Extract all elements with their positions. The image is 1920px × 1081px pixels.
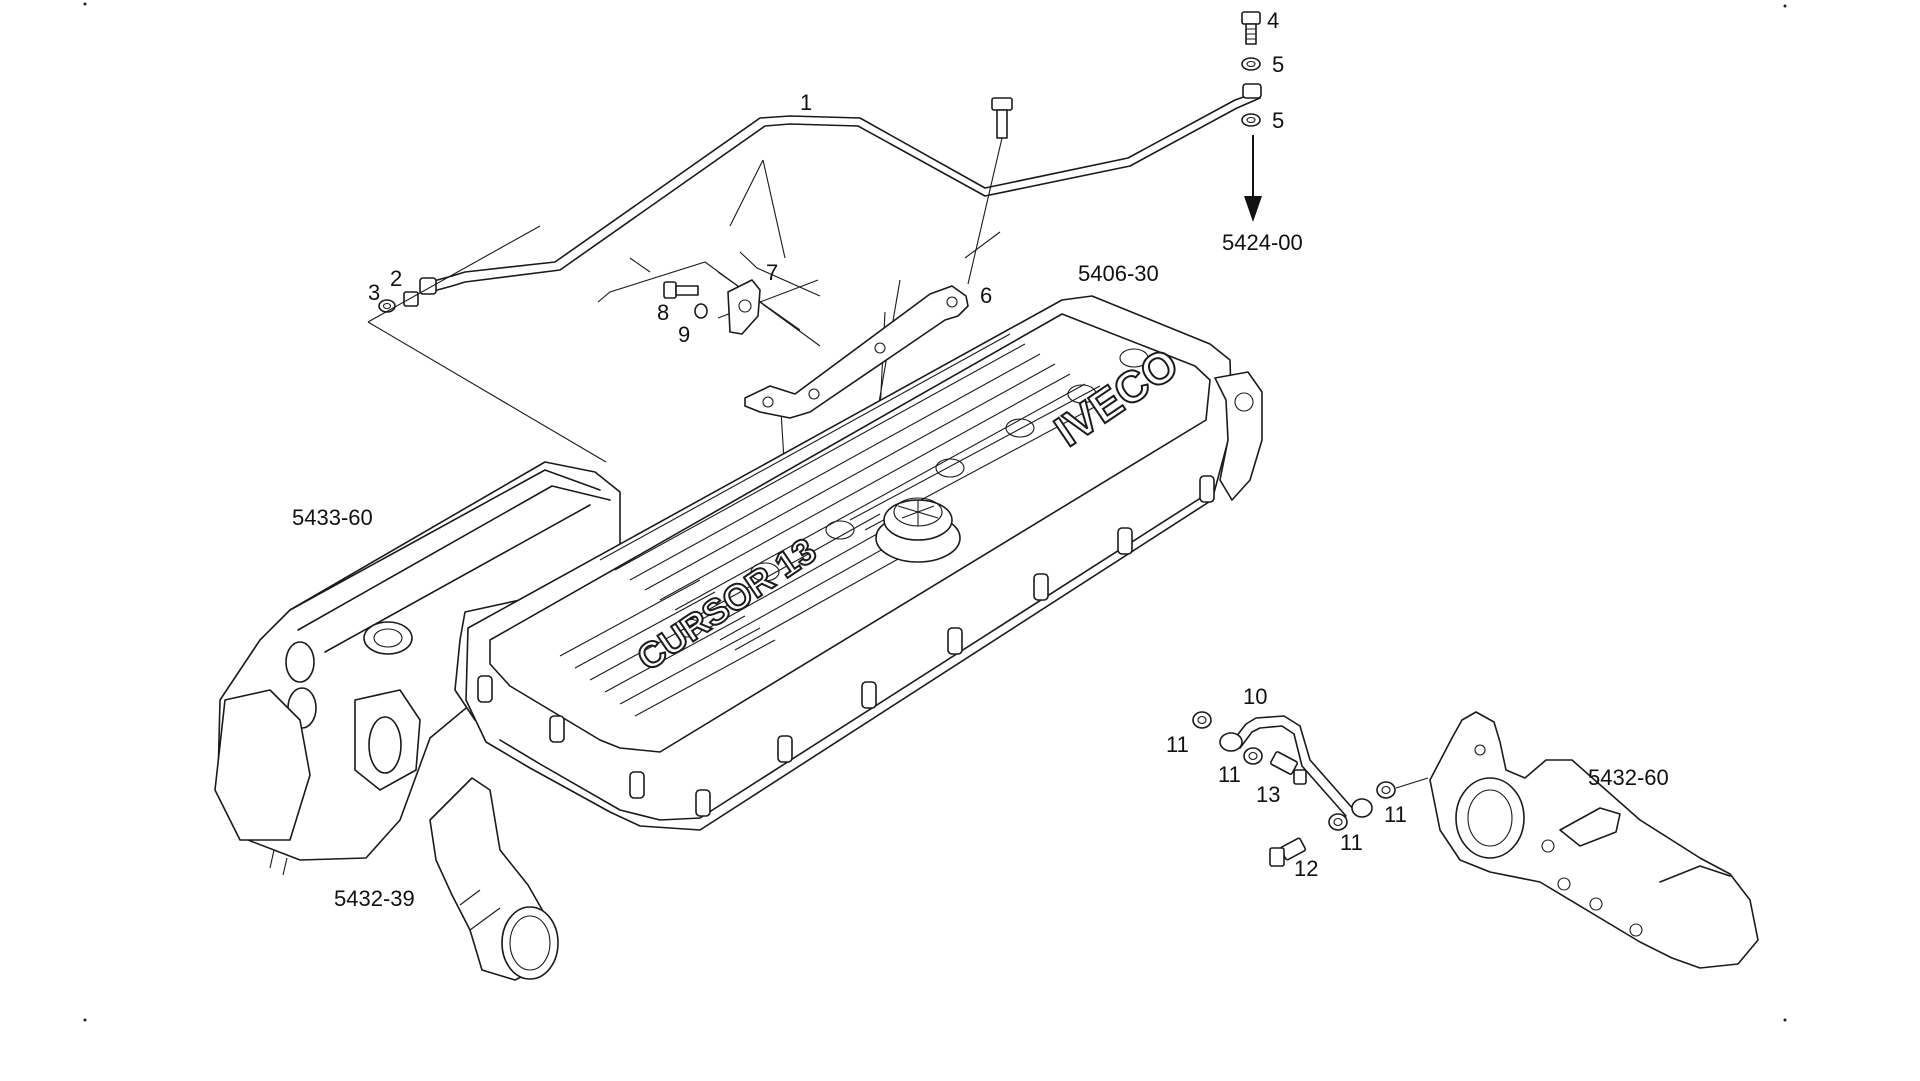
cover-bolt-bosses <box>477 475 1215 817</box>
ref-5432-39: 5432-39 <box>334 886 415 911</box>
callout-13: 13 <box>1256 782 1280 807</box>
callout-5-lower: 5 <box>1272 108 1284 133</box>
washer-5-upper[interactable] <box>1241 57 1261 71</box>
washer-5-lower[interactable] <box>1241 113 1261 127</box>
callout-9: 9 <box>678 322 690 347</box>
banjo-bolt-12[interactable] <box>1269 837 1307 867</box>
intake-elbow-5432-39[interactable] <box>429 777 559 981</box>
callout-6: 6 <box>980 283 992 308</box>
banjo-fitting[interactable] <box>1242 83 1262 99</box>
bolt-8[interactable] <box>663 281 699 299</box>
callout-11-c: 11 <box>1384 802 1407 827</box>
callout-5-upper: 5 <box>1272 52 1284 77</box>
oil-filler-cap[interactable] <box>875 497 961 563</box>
washer-9[interactable] <box>694 303 708 319</box>
callout-12: 12 <box>1294 856 1318 881</box>
ref-5406-30: 5406-30 <box>1078 261 1159 286</box>
callout-10: 10 <box>1243 684 1267 709</box>
bracket-6[interactable] <box>744 285 969 419</box>
corner-marks <box>83 2 1787 1022</box>
reference-arrow-5424-00 <box>1244 135 1262 222</box>
washer-11-b[interactable] <box>1243 747 1263 765</box>
callout-11-d: 11 <box>1340 830 1363 855</box>
gasket-7[interactable] <box>727 279 761 335</box>
callout-1: 1 <box>800 90 812 115</box>
oil-pipe-10[interactable] <box>1219 715 1373 818</box>
reference-labels: 5424-00 5406-30 5433-60 5432-39 5432-60 <box>292 230 1669 911</box>
banjo-bolt-13[interactable] <box>1270 751 1307 785</box>
washer-11-d[interactable] <box>1328 813 1348 831</box>
callout-11-b: 11 <box>1218 762 1241 787</box>
valve-cover-5406-30[interactable]: IVECO CURSOR 13 <box>465 295 1263 831</box>
callout-7: 7 <box>766 260 778 285</box>
callout-11-a: 11 <box>1166 732 1189 757</box>
washer-11-c[interactable] <box>1376 781 1396 799</box>
bolt-4[interactable] <box>1241 11 1261 45</box>
callout-3: 3 <box>368 280 380 305</box>
ref-5433-60: 5433-60 <box>292 505 373 530</box>
ref-5432-60: 5432-60 <box>1588 765 1669 790</box>
leader-11-c <box>1395 777 1429 789</box>
callout-8: 8 <box>657 300 669 325</box>
cover-bosses <box>673 348 1149 638</box>
washer-3[interactable] <box>378 299 396 313</box>
cover-bolt[interactable] <box>967 97 1013 285</box>
callout-2: 2 <box>390 266 402 291</box>
pipe-fitting-2[interactable] <box>403 277 437 307</box>
ref-5424-00: 5424-00 <box>1222 230 1303 255</box>
washer-11-a[interactable] <box>1192 711 1212 729</box>
breather-pipe[interactable] <box>429 91 1261 293</box>
bracket-5432-60[interactable] <box>1429 711 1759 969</box>
callout-4: 4 <box>1267 8 1279 33</box>
callout-labels: 1 2 3 4 5 5 6 7 8 9 10 11 11 11 11 12 13 <box>368 8 1407 881</box>
